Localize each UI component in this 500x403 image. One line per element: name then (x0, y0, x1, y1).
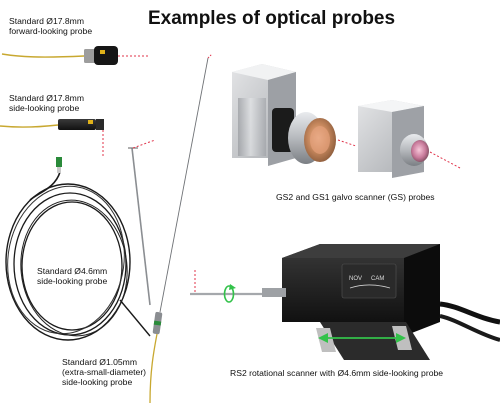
side-probe-178-label: Standard Ø17.8mm side-looking probe (9, 93, 84, 113)
extra-small-probe (149, 53, 213, 403)
side-probe-46-label-line-2: side-looking probe (37, 276, 108, 286)
novacam-logo-right: CAM (371, 276, 384, 282)
small-probe-label: Standard Ø1.05mm (extra-small-diameter) … (62, 357, 146, 387)
forward-probe-label-line-2: forward-looking probe (9, 26, 93, 36)
rs2-caption: RS2 rotational scanner with Ø4.6mm side-… (230, 368, 443, 378)
forward-probe-label: Standard Ø17.8mm forward-looking probe (9, 16, 92, 36)
galvo-caption: GS2 and GS1 galvo scanner (GS) probes (276, 192, 435, 202)
forward-probe-label-line-1: Standard Ø17.8mm (9, 16, 84, 26)
forward-looking-probe (1, 46, 148, 65)
small-probe-label-line-1: Standard Ø1.05mm (62, 357, 137, 367)
translation-arrow-icon (318, 333, 406, 343)
coiled-46-probe (5, 157, 151, 341)
page-title: Examples of optical probes (148, 8, 396, 29)
small-probe-label-line-3: side-looking probe (62, 377, 133, 387)
novacam-logo-left: NOV (349, 276, 362, 282)
side-probe-178-label-line-1: Standard Ø17.8mm (9, 93, 84, 103)
side-looking-probe-178 (0, 119, 104, 156)
side-probe-46-label-line-1: Standard Ø4.6mm (37, 266, 108, 276)
rotation-arrow-icon (223, 284, 236, 303)
rs2-caption-text: RS2 rotational scanner with Ø4.6mm side-… (230, 368, 444, 378)
gs2-galvo-scanner (232, 64, 357, 166)
rs2-rotational-scanner: NOV CAM (190, 244, 500, 360)
side-probe-46-label: Standard Ø4.6mm side-looking probe (37, 266, 107, 286)
side-probe-needle (128, 139, 156, 306)
small-probe-label-line-2: (extra-small-diameter) (62, 367, 147, 377)
gs1-galvo-scanner (358, 100, 461, 178)
side-probe-178-label-line-2: side-looking probe (9, 103, 80, 113)
galvo-caption-text: GS2 and GS1 galvo scanner (GS) probes (276, 192, 435, 202)
